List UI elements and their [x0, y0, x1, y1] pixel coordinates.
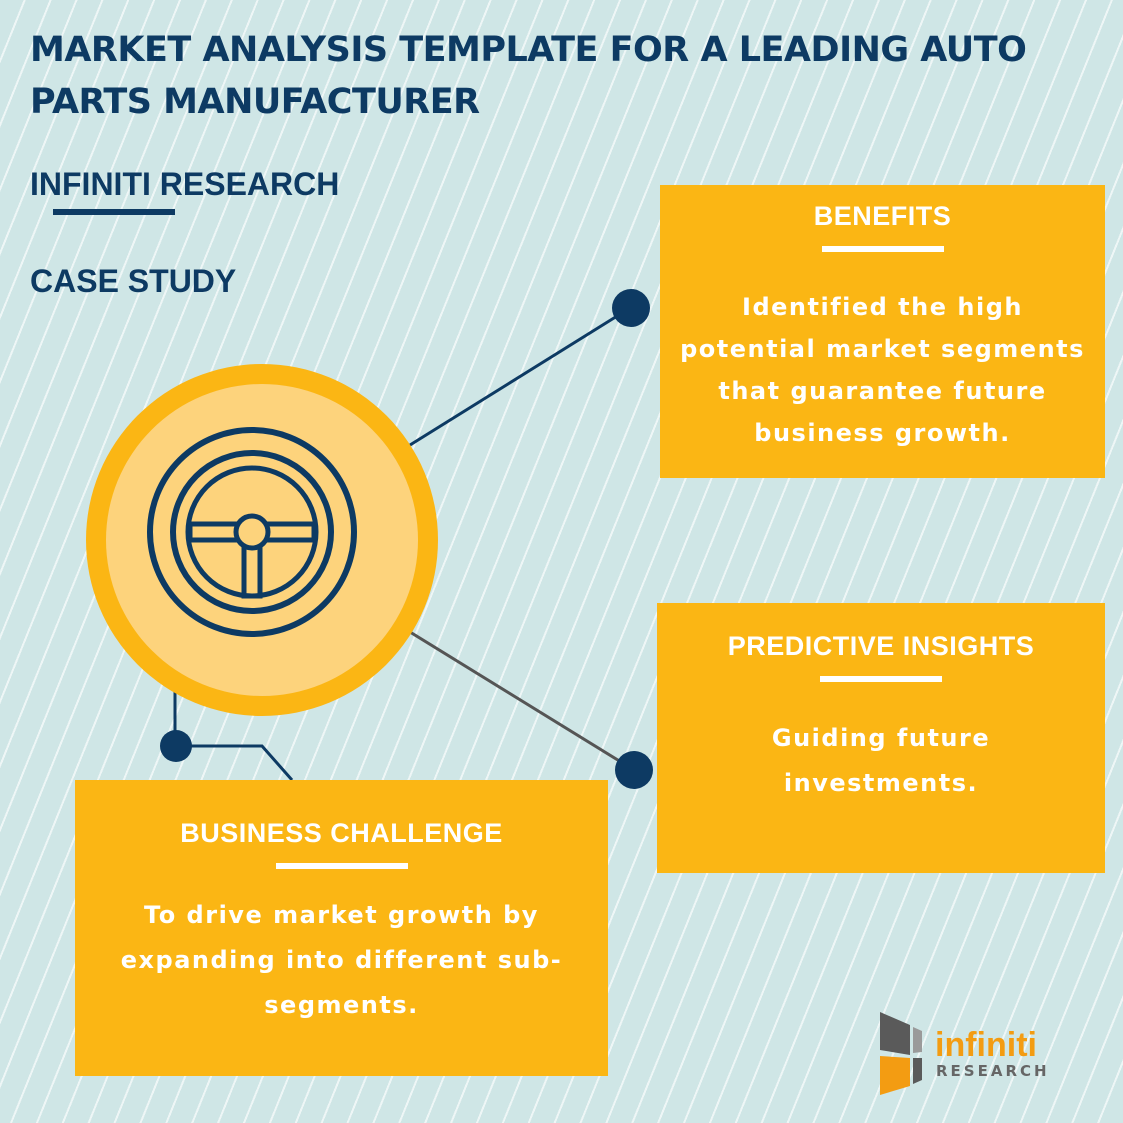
benefits-dot: [612, 289, 650, 327]
challenge-dot: [160, 730, 192, 762]
logo-name: infiniti: [935, 1026, 1037, 1064]
challenge-divider: [275, 863, 408, 869]
infiniti-logo-mark: [880, 1012, 922, 1095]
logo-tagline: RESEARCH: [936, 1062, 1050, 1080]
predictive-dot: [615, 751, 653, 789]
steering-wheel-icon: [86, 364, 438, 716]
benefits-text: Identified the high potential market seg…: [680, 293, 1085, 447]
predictive-connector: [409, 630, 635, 772]
benefits-heading: BENEFITS: [813, 201, 952, 231]
case-study-label: CASE STUDY: [30, 263, 237, 299]
brand-heading: INFINITI RESEARCH: [30, 166, 340, 202]
brand-underline: [53, 209, 175, 215]
predictive-heading: PREDICTIVE INSIGHTS: [727, 631, 1035, 661]
challenge-text: To drive market growth by expanding into…: [120, 901, 563, 1019]
challenge-connector: [173, 690, 294, 781]
predictive-insights-card: PREDICTIVE INSIGHTS Guiding future inves…: [657, 603, 1105, 873]
business-challenge-card: BUSINESS CHALLENGE To drive market growt…: [75, 780, 608, 1076]
benefits-card: BENEFITS Identified the high potential m…: [660, 185, 1105, 478]
benefits-connector: [409, 306, 631, 447]
page-title: MARKET ANALYSIS TEMPLATE FOR A LEADING A…: [30, 30, 1027, 122]
predictive-divider: [820, 676, 942, 682]
predictive-text: Guiding future investments.: [771, 724, 991, 797]
benefits-divider: [821, 246, 944, 252]
challenge-heading: BUSINESS CHALLENGE: [180, 818, 503, 848]
